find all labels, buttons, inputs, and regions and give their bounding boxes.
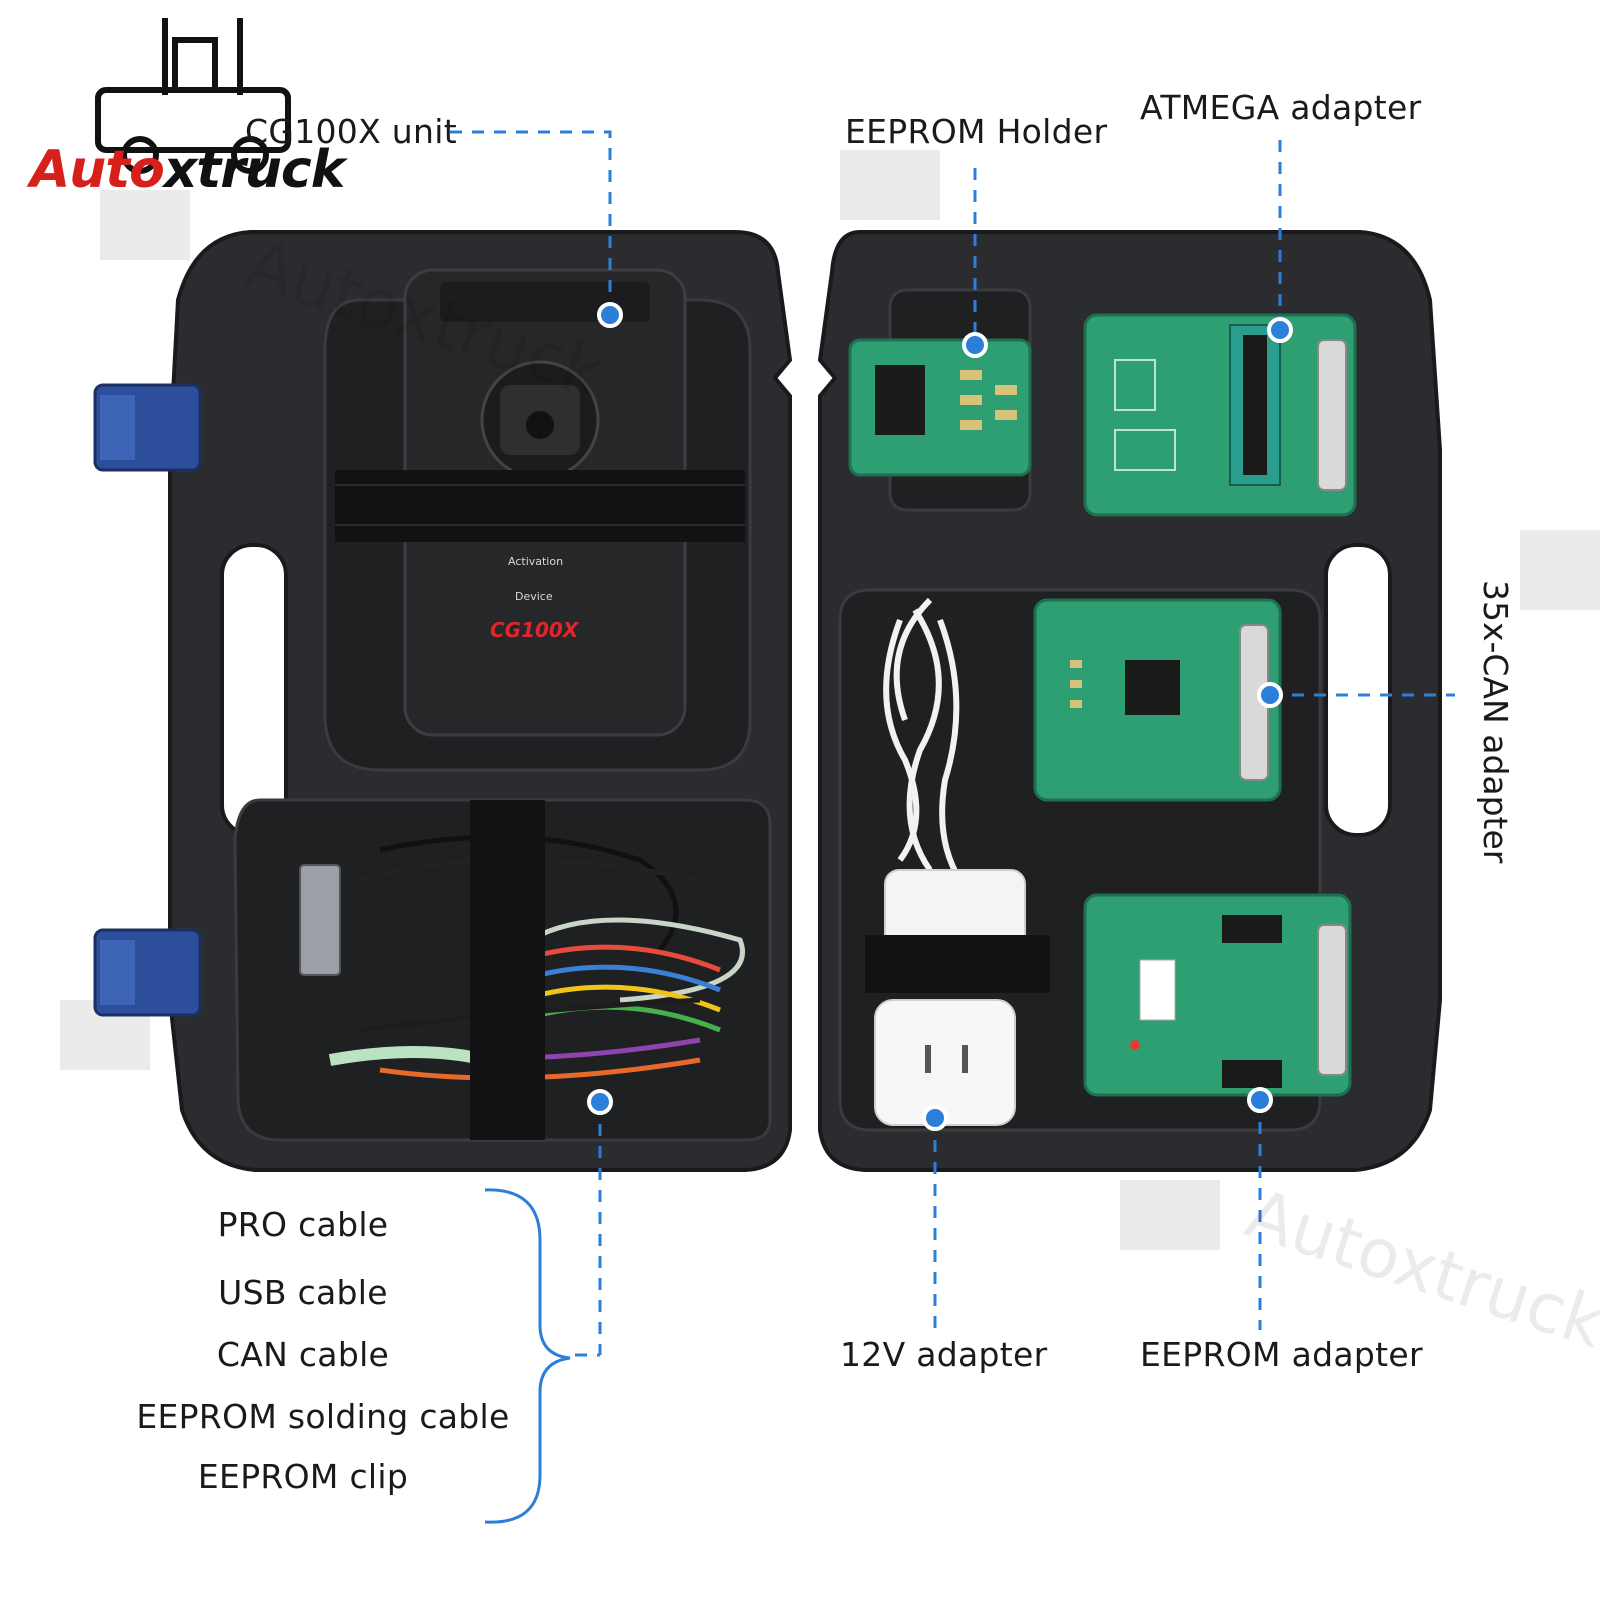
right-handle <box>1324 543 1392 837</box>
leader-dots <box>587 302 1293 1131</box>
label-eeprom-holder: EEPROM Holder <box>845 112 1108 151</box>
label-eeprom-adapter: EEPROM adapter <box>1140 1335 1423 1374</box>
cable-list-item: EEPROM clip <box>197 1457 409 1496</box>
brand-logo-text: Autoxtruck <box>30 140 345 200</box>
label-12v-adapter: 12V adapter <box>840 1335 1048 1374</box>
plug-strap <box>865 935 1050 993</box>
cable-strap <box>470 800 545 1140</box>
left-handle <box>220 543 288 837</box>
label-can-adapter: 35x-CAN adapter <box>1476 580 1515 864</box>
device-strap <box>335 470 745 542</box>
cable-list-brace <box>484 1188 571 1524</box>
brand-logo-red: Auto <box>30 140 165 200</box>
wall-plug <box>874 999 1016 1126</box>
eeprom-adapter-pcb <box>1083 893 1352 1097</box>
label-unit: CG100X unit <box>245 112 457 151</box>
cable-list-item: PRO cable <box>217 1205 389 1244</box>
cable-list-item: EEPROM solding cable <box>136 1397 510 1436</box>
truck-logo <box>95 18 291 174</box>
cable-list-item: CAN cable <box>216 1335 390 1374</box>
atmega-adapter-pcb <box>1083 313 1357 517</box>
leader-lines <box>450 130 1455 1357</box>
device-text-line2: Device <box>515 590 553 603</box>
device-model-text: CG100X <box>490 618 579 642</box>
label-atmega-adapter: ATMEGA adapter <box>1140 88 1422 127</box>
cable-list-item: USB cable <box>218 1273 388 1312</box>
brand-logo-dark: xtruck <box>163 140 345 200</box>
device-text-line1: Activation <box>508 555 564 568</box>
usb-cable-coil <box>883 597 963 882</box>
